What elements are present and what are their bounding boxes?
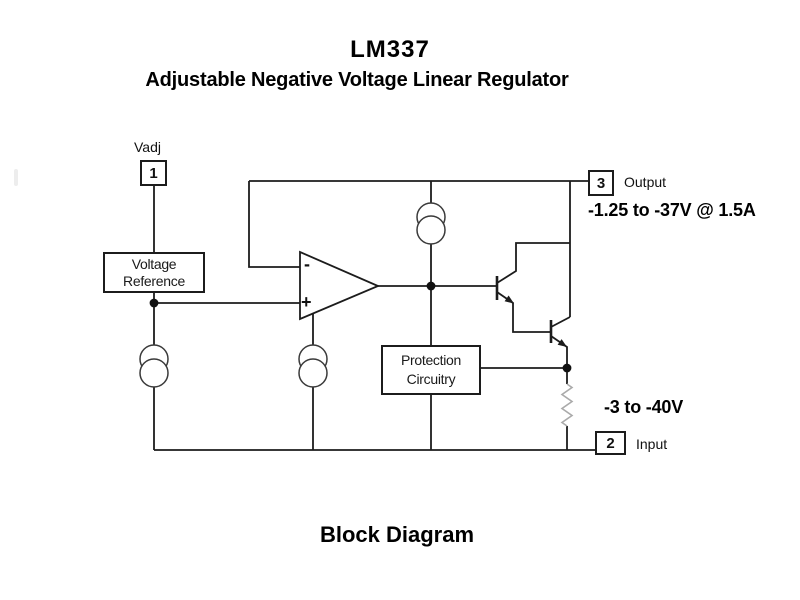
wire-q1-emitter <box>496 291 551 333</box>
scan-artifact <box>14 169 18 186</box>
protection-circuitry-block: Protection Circuitry <box>381 345 481 395</box>
input-voltage-spec: -3 to -40V <box>604 397 684 417</box>
q2-emitter-arrow-icon <box>557 339 567 347</box>
input-pin-label: Input <box>636 436 668 452</box>
pin-1-adjust: 1 <box>140 160 167 186</box>
pin-1-number: 1 <box>149 164 158 182</box>
junction-dot <box>149 298 159 308</box>
voltage-reference-block: Voltage Reference <box>103 252 205 293</box>
diagram-caption: Block Diagram <box>319 522 475 547</box>
resistor-icon <box>560 383 574 427</box>
top-current-source-icon <box>416 215 446 245</box>
wire-feedback <box>248 181 300 268</box>
junction-dot <box>562 363 572 373</box>
pin-3-number: 3 <box>596 174 606 192</box>
pin-3-output: 3 <box>588 170 614 196</box>
mid-current-source-icon <box>298 358 328 388</box>
protection-line1: Protection <box>400 352 462 368</box>
opamp-triangle <box>299 250 381 321</box>
pin-2-number: 2 <box>606 434 615 452</box>
opamp-inverting-sign: - <box>304 254 310 274</box>
pin-2-input: 2 <box>595 431 626 455</box>
voltage-reference-line1: Voltage <box>131 255 177 272</box>
output-voltage-spec: -1.25 to -37V @ 1.5A <box>588 200 756 220</box>
page-subtitle: Adjustable Negative Voltage Linear Regul… <box>145 69 569 91</box>
wire-q2-collector <box>550 316 571 328</box>
voltage-reference-line2: Reference <box>123 272 185 289</box>
left-current-source-icon <box>139 358 169 388</box>
output-pin-label: Output <box>624 174 667 190</box>
protection-line2: Circuitry <box>406 371 456 387</box>
page-title: LM337 <box>350 36 430 63</box>
junction-dot <box>426 281 436 291</box>
q1-emitter-arrow-icon <box>504 295 514 304</box>
wire-q1-collector <box>496 242 570 284</box>
adjust-pin-label: Vadj <box>134 139 161 155</box>
opamp-noninverting-sign: + <box>301 292 312 312</box>
wire-q2-emitter <box>550 335 568 368</box>
